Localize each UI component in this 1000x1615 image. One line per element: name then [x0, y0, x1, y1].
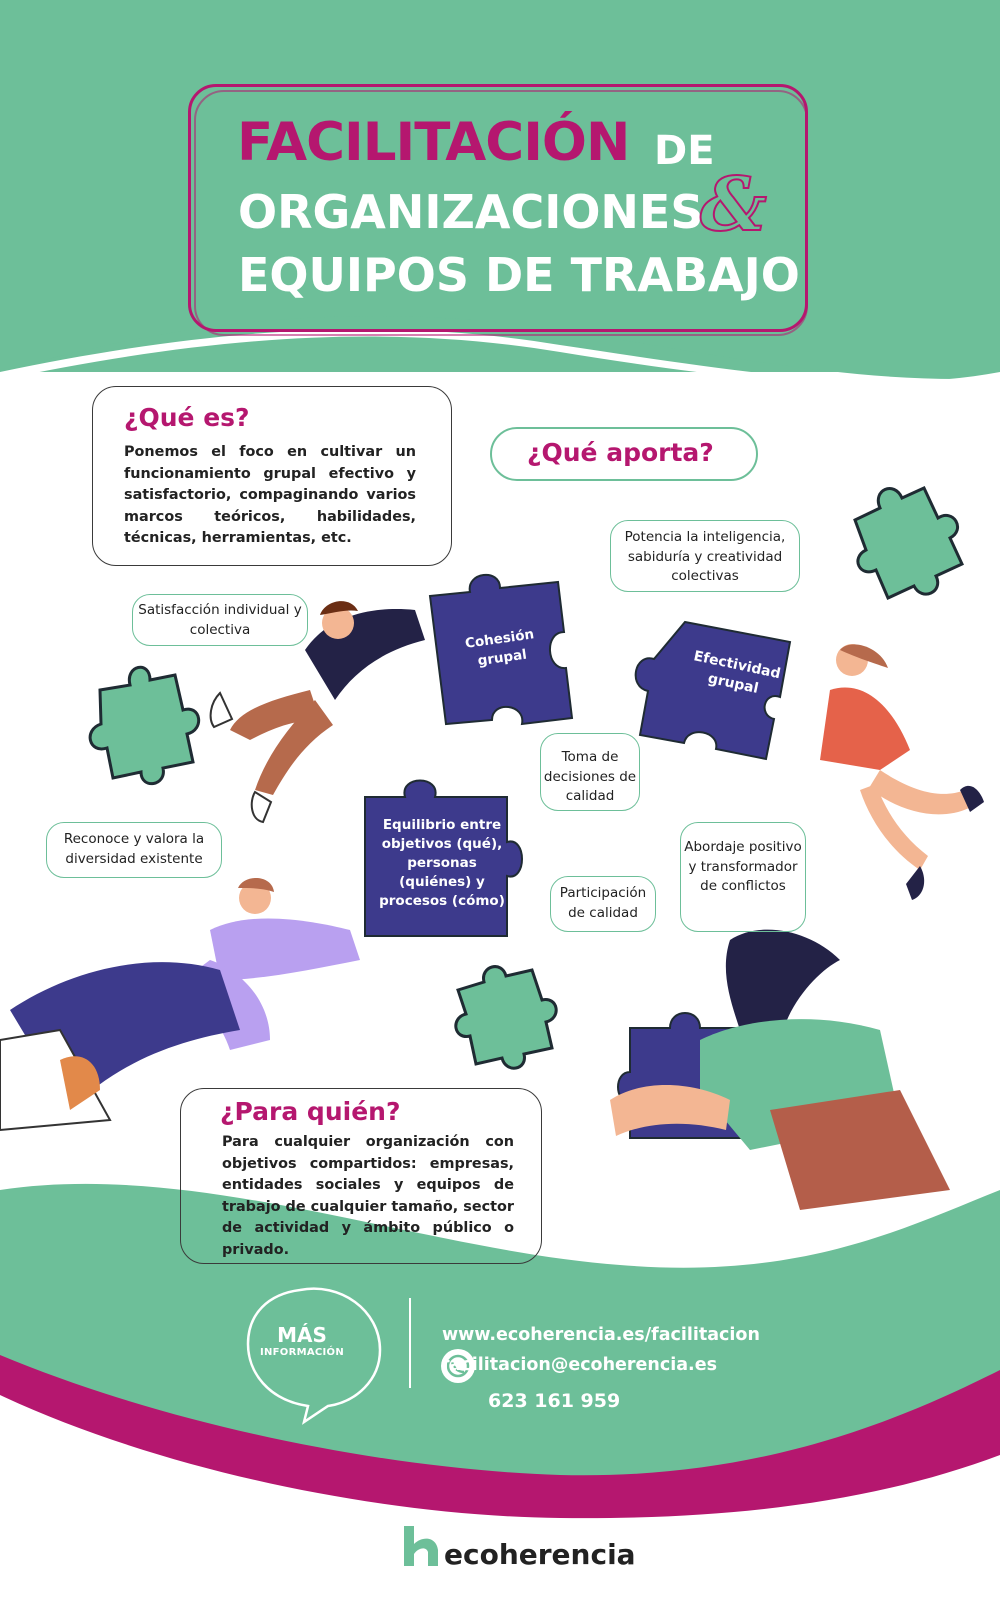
benefit-participacion-bubble [550, 876, 656, 932]
para-quien-bubble [180, 1088, 542, 1264]
whatsapp-icon [441, 1349, 475, 1383]
title-line-equipos: EQUIPOS DE TRABAJO [238, 248, 800, 302]
informacion-label: INFORMACIÓN [259, 1347, 345, 1358]
puzzle-equilibrio-text: Equilibrio entre objetivos (qué), person… [379, 817, 505, 909]
para-quien-heading: ¿Para quién? [220, 1097, 401, 1126]
que-es-heading: ¿Qué es? [124, 403, 250, 432]
benefit-satisfaccion-bubble [132, 594, 308, 646]
email-link[interactable]: facilitacion@ecoherencia.es [442, 1355, 717, 1375]
ecoherencia-logo-icon [404, 1526, 440, 1566]
benefit-inteligencia-bubble [610, 520, 800, 592]
benefit-decisiones-text: Toma de decisiones de calidad [543, 749, 637, 804]
benefit-inteligencia-text: Potencia la inteligencia, sabiduría y cr… [624, 529, 786, 584]
title-word-facilitacion: FACILITACIÓN [237, 112, 630, 173]
title-word-de: DE [654, 128, 715, 174]
benefit-diversidad-bubble [46, 822, 222, 878]
que-aporta-pill [490, 427, 758, 481]
title-ampersand: & [699, 161, 768, 249]
para-quien-text: Para cualquier organización con objetivo… [222, 1134, 514, 1258]
brand-logo-text: ecoherencia [444, 1538, 636, 1571]
benefit-diversidad-text: Reconoce y valora la diversidad existent… [63, 831, 205, 867]
phone-link[interactable]: 623 161 959 [488, 1390, 621, 1412]
que-es-text: Ponemos el foco en cultivar un funcionam… [124, 444, 416, 547]
benefit-conflictos-text: Abordaje positivo y transformador de con… [684, 839, 802, 894]
benefit-conflictos-bubble [680, 822, 806, 932]
mas-label: MÁS [277, 1323, 327, 1347]
benefit-decisiones-bubble [540, 733, 640, 811]
mas-informacion-badge: MÁS INFORMACIÓN [250, 1323, 354, 1358]
que-aporta-heading: ¿Qué aporta? [527, 438, 714, 467]
title-frame-echo [194, 90, 808, 336]
title-line-organizaciones: ORGANIZACIONES [238, 185, 704, 239]
que-es-bubble [92, 386, 452, 566]
benefit-satisfaccion-text: Satisfacción individual y colectiva [138, 602, 302, 638]
website-link[interactable]: www.ecoherencia.es/facilitacion [442, 1325, 760, 1345]
benefit-participacion-text: Participación de calidad [559, 885, 647, 921]
